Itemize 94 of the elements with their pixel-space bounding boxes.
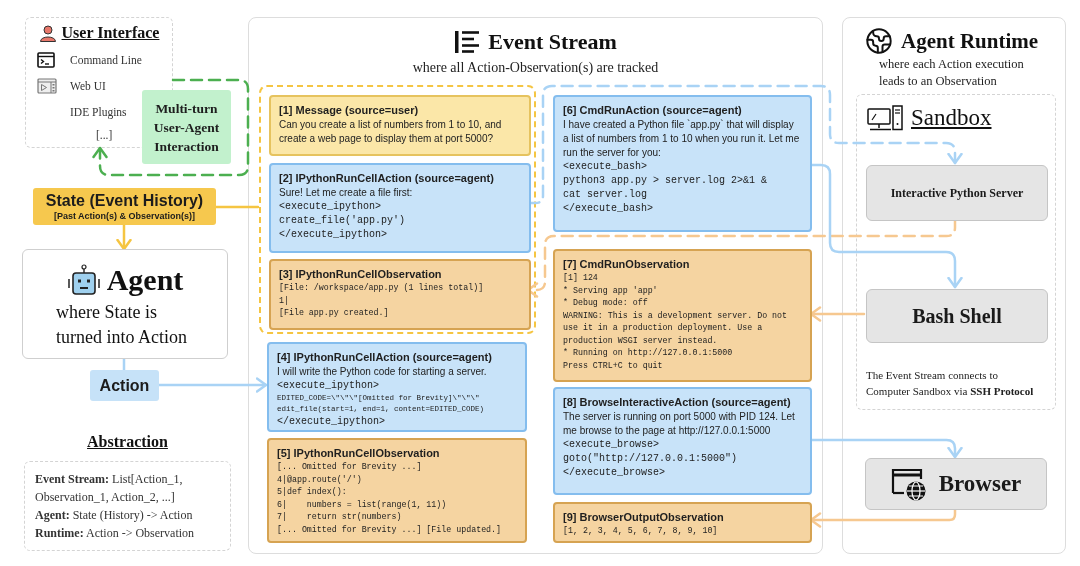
arrow xyxy=(809,507,957,528)
dashed-group-frame xyxy=(259,85,536,334)
card-heading: [9] BrowserOutputObservation xyxy=(563,510,724,525)
card-text: The server is running on port 5000 with PID 124. Let me browse to the page at http://127.0.0.1:5000 xyxy=(563,410,796,438)
agent-box xyxy=(22,249,228,359)
code-line: </execute_ipython> xyxy=(279,228,388,242)
service-label: Interactive Python Server xyxy=(890,185,1024,201)
panel-title: User Interface xyxy=(61,23,160,43)
interface-option: IDE Plugins xyxy=(70,104,127,121)
message-card xyxy=(269,95,531,156)
output-line: [File: /workspace/app.py (1 lines total)] xyxy=(279,282,484,294)
service-box xyxy=(866,165,1048,221)
output-line: WARNING: This is a development server. Do not use it in a production deployment. Use a production WSGI server instead. xyxy=(563,309,789,347)
arrow xyxy=(809,163,963,289)
agent-description: where State is turned into Action xyxy=(56,301,188,349)
output-line: [1, 2, 3, 4, 5, 6, 7, 8, 9, 10] xyxy=(563,525,718,537)
panel-subtitle: where all Action-Observation(s) are tracked xyxy=(412,59,659,77)
interface-option: Command Line xyxy=(70,52,142,69)
output-line: [1] 124 xyxy=(563,272,598,284)
observation-card xyxy=(553,249,812,382)
interface-option: Web UI xyxy=(70,78,106,95)
code-line: <execute_bash> xyxy=(563,160,647,174)
output-line: Press CTRL+C to quit xyxy=(563,359,663,372)
definition-line: Runtime: Action -> Observation xyxy=(35,525,195,542)
arrow xyxy=(809,306,866,322)
code-line: <execute_ipython> xyxy=(277,379,380,393)
action-card xyxy=(267,342,527,432)
code-line: <execute_ipython> xyxy=(279,200,382,214)
card-heading: [7] CmdRunObservation xyxy=(563,257,690,272)
output-line: 6| numbers = list(range(1, 11)) xyxy=(277,498,447,511)
card-text: Can you create a list of numbers from 1 to 10, and create a web page to display them at port 5000? xyxy=(279,118,503,146)
output-line: 4|@app.route('/') xyxy=(277,473,362,486)
sandbox-heading: Sandbox xyxy=(911,104,992,132)
output-line: 5|def index(): xyxy=(277,486,347,498)
sandbox-note: The Event Stream connects to Computer Sandbox via SSH Protocol xyxy=(866,368,1035,399)
card-heading: [5] IPythonRunCellObservation xyxy=(277,446,440,461)
edge-label: Multi-turn User-Agent Interaction xyxy=(142,90,231,164)
connector-line xyxy=(214,205,260,209)
output-line: * Running on http://127.0.0.1:5000 xyxy=(563,347,733,359)
card-text: I will write the Python code for starting a server. xyxy=(277,365,487,379)
service-label: Browser xyxy=(938,470,1022,498)
event-stream-panel xyxy=(248,17,823,554)
sandbox-frame xyxy=(856,94,1056,410)
observation-card xyxy=(553,502,812,543)
arrow xyxy=(157,377,268,393)
arrow xyxy=(116,223,132,251)
panel-title: Event Stream xyxy=(488,28,617,56)
action-card xyxy=(553,387,812,495)
code-line: </execute_browse> xyxy=(563,466,666,480)
output-line: [... Omitted for Brevity ...] xyxy=(277,461,422,473)
observation-card xyxy=(267,438,527,543)
arrow xyxy=(809,438,963,459)
action-box xyxy=(90,370,159,401)
output-line: 7| return str(numbers) xyxy=(277,511,402,523)
agent-title: Agent xyxy=(106,263,184,297)
action-label: Action xyxy=(99,375,150,396)
connector-line xyxy=(122,357,126,372)
service-label: Bash Shell xyxy=(912,304,1002,328)
runtime-panel xyxy=(842,17,1066,554)
code-line: cat server.log xyxy=(563,188,647,202)
card-text: Sure! Let me create a file first: xyxy=(279,186,413,200)
code-line: </execute_bash> xyxy=(563,202,653,216)
interface-option: [...] xyxy=(96,127,113,144)
service-box xyxy=(865,458,1047,510)
section-heading: Abstraction xyxy=(87,432,168,452)
card-heading: [8] BrowseInteractiveAction (source=agent) xyxy=(563,395,791,410)
action-card xyxy=(269,163,531,253)
panel-title: Agent Runtime xyxy=(901,28,1039,55)
card-heading: [2] IPythonRunCellAction (source=agent) xyxy=(279,171,494,186)
box-subtitle: [Past Action(s) & Observation(s)] xyxy=(53,210,196,222)
code-line: <execute_browse> xyxy=(563,438,659,452)
definition-line: Agent: State (History) -> Action xyxy=(35,507,193,524)
output-line: 1| xyxy=(279,294,289,307)
dashed-arrow xyxy=(92,78,250,177)
code-line: create_file('app.py') xyxy=(279,214,406,228)
code-line: python3 app.py > server.log 2>&1 & xyxy=(563,174,768,188)
card-heading: [3] IPythonRunCellObservation xyxy=(279,267,442,282)
observation-card xyxy=(269,259,531,330)
output-line: [File app.py created.] xyxy=(279,307,389,319)
action-card xyxy=(553,95,812,232)
service-box xyxy=(866,289,1048,343)
state-box xyxy=(33,188,216,225)
definition-line: Event Stream: List[Action_1, Observation_1, Action_2, ...] xyxy=(35,471,184,506)
card-heading: [6] CmdRunAction (source=agent) xyxy=(563,103,742,118)
code-line: </execute_ipython> xyxy=(277,415,386,429)
output-line: [... Omitted for Brevity ...] [File updated.] xyxy=(277,523,502,536)
box-title: State (Event History) xyxy=(45,191,204,210)
output-line: * Serving app 'app' xyxy=(563,284,658,297)
code-line: goto("http://127.0.0.1:5000") xyxy=(563,452,738,466)
card-heading: [1] Message (source=user) xyxy=(279,103,419,118)
panel-subtitle: where each Action execution leads to an Observation xyxy=(879,56,1025,90)
output-line: * Debug mode: off xyxy=(563,297,648,309)
card-heading: [4] IPythonRunCellAction (source=agent) xyxy=(277,350,492,365)
card-text: I have created a Python file `app.py` that will display a list of numbers from 1 to 10 when you run it. Let me run the server for you: xyxy=(563,118,801,160)
